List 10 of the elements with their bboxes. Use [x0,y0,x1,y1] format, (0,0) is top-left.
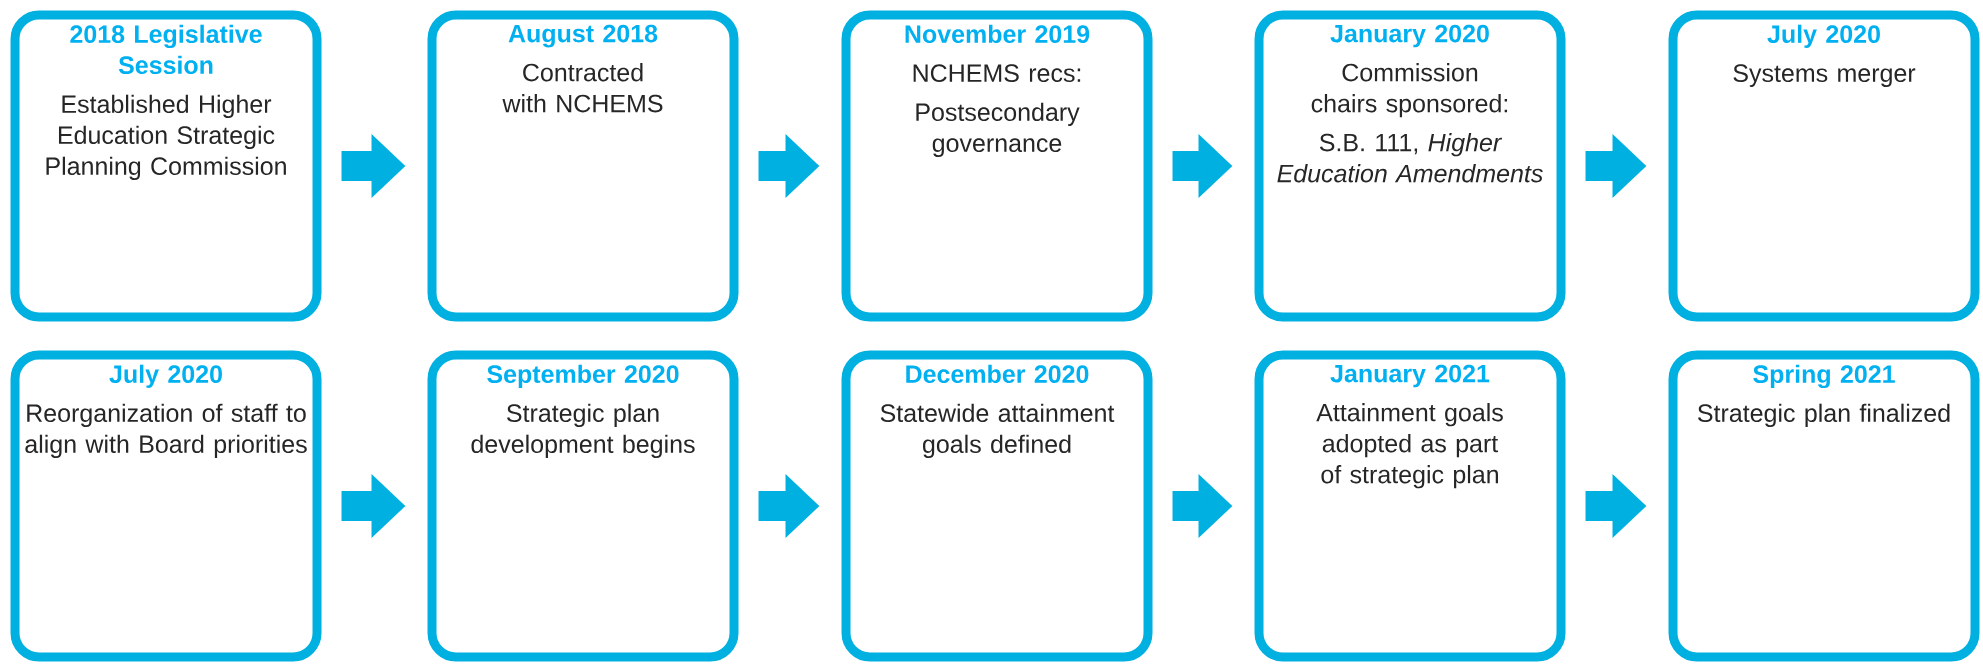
timeline-box: January 2020 Commission chairs sponsored: S.B. 111, Higher Education Amendments [1254,10,1566,322]
timeline-box: December 2020 Statewide attainment goals defined [841,350,1153,662]
timeline-box: January 2021 Attainment goals adopted as part of strategic plan [1254,350,1566,662]
timeline-box: August 2018 Contracted with NCHEMS [427,10,739,322]
timeline-box: 2018 Legislative Session Established Higher Education Strategic Planning Commission [10,10,322,322]
timeline-box: November 2019 NCHEMS recs: Postsecondary governance [841,10,1153,322]
timeline-box: July 2020 Systems merger [1668,10,1980,322]
timeline-box: Spring 2021 Strategic plan finalized [1668,350,1980,662]
timeline-box: July 2020 Reorganization of staff to align with Board priorities [10,350,322,662]
timeline-box: September 2020 Strategic plan development begins [427,350,739,662]
